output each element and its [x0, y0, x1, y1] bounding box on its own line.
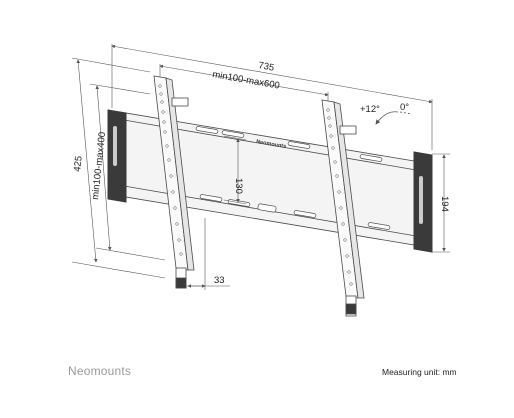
- left-arm: [153, 75, 195, 289]
- right-arm: [321, 99, 365, 317]
- brand-label: Neomounts: [68, 364, 132, 378]
- rail-gap-label: 130: [233, 178, 244, 194]
- top-rail-slots: [195, 126, 383, 162]
- measuring-unit-note: Measuring unit: mm: [382, 367, 457, 377]
- total-height-dimension: [71, 57, 166, 279]
- arm-height-range-dimension: [89, 83, 166, 261]
- plate-height-dimension: [432, 153, 450, 253]
- bottom-rail-slots: [199, 194, 391, 230]
- left-arm-holes: [158, 84, 183, 256]
- plate-height-label: 194: [439, 196, 450, 212]
- plate-logo: Neomounts: [256, 139, 287, 150]
- left-wall-pad: [107, 109, 127, 203]
- rail-gap-dimension: [223, 135, 247, 205]
- right-wall-pad: [413, 151, 433, 253]
- tilt-forward-label: +12°: [360, 104, 380, 115]
- tilt-neutral-label: 0°: [400, 102, 409, 113]
- wall-distance-dimension: [186, 218, 230, 290]
- total-height-label: 425: [72, 155, 85, 172]
- right-arm-holes: [326, 108, 353, 286]
- wall-distance-label: 33: [214, 275, 225, 286]
- tilt-indicator: [375, 111, 413, 125]
